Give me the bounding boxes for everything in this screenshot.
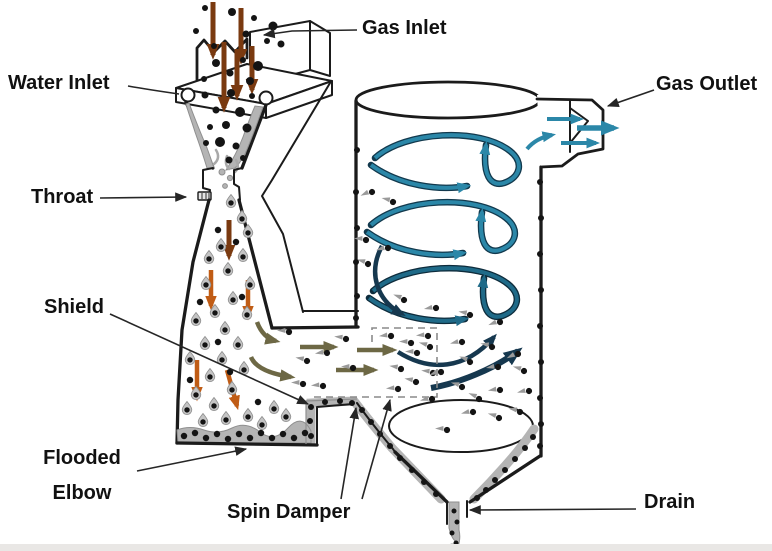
swirl-front-3 bbox=[367, 296, 470, 327]
throat-block bbox=[197, 167, 243, 201]
inlet-particle-dots bbox=[193, 5, 285, 164]
gas-outlet-arrows bbox=[547, 113, 620, 149]
gas-inlet-leader bbox=[262, 28, 358, 39]
spin-damper-zone bbox=[312, 327, 438, 398]
throat-leader bbox=[99, 192, 188, 202]
cyclone-bottom-rim bbox=[388, 399, 534, 453]
cone-left-edge bbox=[393, 450, 449, 504]
swirl-loop-1 bbox=[373, 133, 521, 186]
label-gas-inlet: Gas Inlet bbox=[362, 17, 447, 39]
spin-damper-leader-2 bbox=[361, 398, 392, 500]
water-film-left bbox=[185, 102, 215, 169]
diffuser-left-wall bbox=[175, 198, 211, 445]
cyclone-top-rim bbox=[354, 80, 542, 120]
throat-adjust-bolt bbox=[197, 191, 212, 201]
water-film-dots bbox=[180, 398, 536, 546]
label-flooded-elbow: Flooded Elbow bbox=[30, 441, 134, 511]
label-shield: Shield bbox=[44, 296, 105, 318]
wall-particle-dots bbox=[353, 147, 544, 449]
diffuser-back-edge bbox=[261, 82, 331, 313]
spin-damper-leader-1 bbox=[340, 406, 359, 500]
duct-flow-arrows bbox=[248, 321, 398, 382]
gas-inlet-arrows bbox=[206, 2, 259, 261]
label-throat: Throat bbox=[31, 186, 94, 208]
label-flooded-elbow-line2: Elbow bbox=[52, 482, 112, 504]
water-inlet-pipe-left bbox=[180, 87, 196, 103]
cone-right-edge bbox=[468, 454, 542, 504]
gas-outlet-leader bbox=[606, 89, 655, 107]
page-edge-strip bbox=[0, 544, 772, 551]
label-water-inlet: Water Inlet bbox=[8, 72, 110, 94]
shield-step bbox=[316, 403, 354, 445]
venturi-section bbox=[175, 20, 360, 447]
swirl-front-2 bbox=[365, 230, 468, 261]
label-gas-outlet: Gas Outlet bbox=[656, 73, 758, 95]
swirl-down-hook bbox=[372, 244, 406, 317]
duct-top-edge bbox=[270, 325, 360, 330]
water-inlet-pipe-right bbox=[258, 90, 274, 106]
diffuser-droplets bbox=[181, 194, 292, 431]
swirl-front-1 bbox=[369, 163, 472, 194]
flooded-elbow-leader bbox=[136, 446, 248, 472]
leader-lines bbox=[99, 28, 655, 515]
label-flooded-elbow-line1: Flooded bbox=[43, 447, 121, 469]
label-spin-damper: Spin Damper bbox=[227, 501, 351, 523]
flooded-elbow-water bbox=[176, 420, 312, 444]
elbow-bottom-edge bbox=[175, 441, 319, 447]
drain-leader bbox=[468, 505, 637, 515]
label-drain: Drain bbox=[644, 491, 696, 513]
cyclone-swirl-arrows bbox=[363, 131, 557, 391]
funnel-right-wall bbox=[240, 103, 268, 170]
shield-leader bbox=[109, 313, 310, 405]
outlet-approach-arrow bbox=[525, 131, 557, 151]
water-inlet-leader bbox=[127, 85, 180, 95]
cyclone-particles bbox=[354, 187, 533, 434]
gas-inlet-duct bbox=[195, 37, 249, 86]
swirl-lower-front bbox=[396, 333, 497, 368]
swirl-loop-3 bbox=[371, 266, 519, 319]
swirl-loop-2 bbox=[369, 200, 517, 253]
